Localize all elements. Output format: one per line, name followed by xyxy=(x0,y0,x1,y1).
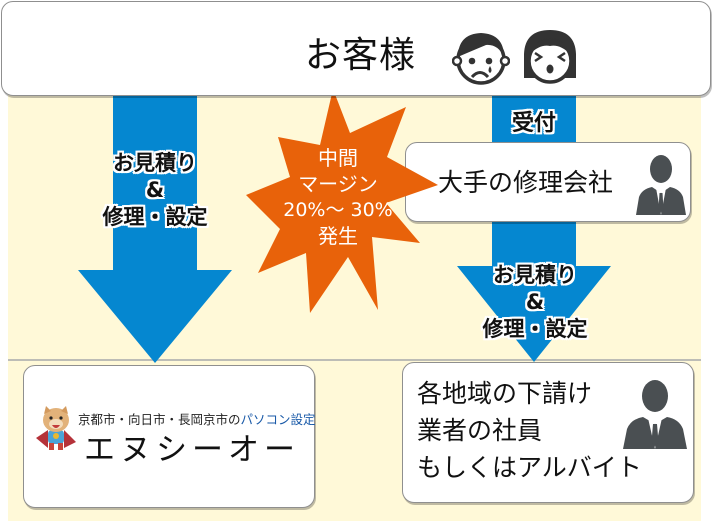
right-down-arrow xyxy=(457,222,611,362)
customer-title: お客様 xyxy=(305,35,417,76)
left-arrow-label-line3: 修理・設定 xyxy=(102,205,208,229)
subcontractor-line1: 各地域の下請け xyxy=(417,379,593,408)
right-arrow-label-line2: & xyxy=(525,290,545,314)
subcontractor-line3: もしくはアルバイト xyxy=(417,453,642,482)
major-repair-company-box: 大手の修理会社 xyxy=(405,142,691,222)
starburst-line2: マージン xyxy=(298,172,378,196)
right-intake-shaft xyxy=(492,96,576,146)
right-arrow-label-line3: 修理・設定 xyxy=(482,317,588,341)
margin-starburst xyxy=(246,89,438,313)
crying-boy-face-icon xyxy=(452,33,510,85)
starburst-line3: 20%～ 30% xyxy=(283,199,393,221)
intake-label: 受付 xyxy=(511,111,556,136)
starburst-line1: 中間 xyxy=(318,146,358,170)
eso-tagline-highlight: パソコン設定 xyxy=(240,412,316,427)
dog-mascot-icon xyxy=(36,406,76,450)
eso-tagline: 京都市・向日市・長岡京市のパソコン設定 xyxy=(78,409,316,428)
eso-company-box: 京都市・向日市・長岡京市のパソコン設定 エヌシーオー xyxy=(23,365,316,508)
subcontractor-box: 各地域の下請け 業者の社員 もしくはアルバイト xyxy=(402,362,694,503)
right-arrow-label-line1: お見積り xyxy=(493,263,577,287)
eso-tagline-prefix: 京都市・向日市・長岡京市の xyxy=(78,412,241,427)
customer-box: お客様 xyxy=(1,1,711,96)
left-down-arrow xyxy=(78,96,232,363)
right-arrow-label: お見積り & 修理・設定 xyxy=(460,262,610,343)
major-company-label: 大手の修理会社 xyxy=(438,168,614,197)
businessman-silhouette-icon xyxy=(623,380,687,449)
businessman-silhouette-icon xyxy=(636,155,686,215)
divider-line xyxy=(8,359,701,361)
subcontractor-line2: 業者の社員 xyxy=(417,416,543,445)
starburst-line4: 発生 xyxy=(318,224,358,248)
starburst-text: 中間 マージン 20%～ 30% 発生 xyxy=(278,145,398,249)
left-arrow-label-line2: & xyxy=(145,178,165,202)
distressed-girl-face-icon xyxy=(524,30,576,84)
left-arrow-label: お見積り & 修理・設定 xyxy=(80,150,230,231)
left-arrow-label-line1: お見積り xyxy=(113,151,197,175)
subcontractor-label: 各地域の下請け 業者の社員 もしくはアルバイト xyxy=(417,375,642,486)
eso-name: エヌシーオー xyxy=(84,432,300,468)
